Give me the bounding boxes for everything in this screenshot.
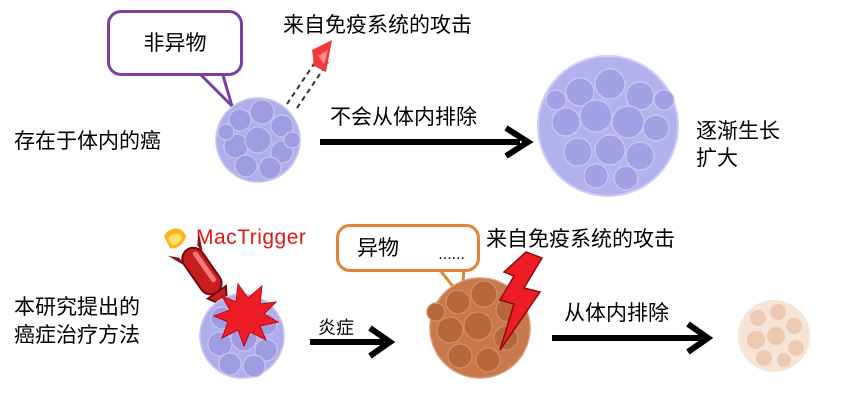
bottom-left-label-2: 癌症治疗方法: [14, 323, 140, 347]
mactrigger-label: MacTrigger: [196, 226, 307, 249]
inflammation-label: 炎症: [318, 318, 354, 339]
top-right-label-1: 逐渐生长: [696, 119, 780, 143]
top-speech-bubble: 非异物: [107, 10, 243, 76]
bottom-left-label-1: 本研究提出的: [14, 295, 140, 319]
top-right-label-2: 扩大: [696, 146, 738, 170]
top-left-label: 存在于体内的癌: [14, 129, 161, 153]
bottom-speech-bubble: 异物 ......: [336, 224, 480, 272]
top-immune-attack-label: 来自免疫系统的攻击: [283, 13, 472, 37]
top-arrow-label: 不会从体内排除: [330, 105, 477, 129]
bottom-bubble-text: 异物: [357, 236, 399, 260]
bottom-bubble-dots: ......: [438, 247, 465, 263]
bottom-immune-attack-label: 来自免疫系统的攻击: [486, 227, 675, 251]
bottom-arrow-label: 从体内排除: [564, 301, 669, 325]
top-bubble-text: 非异物: [143, 31, 207, 55]
